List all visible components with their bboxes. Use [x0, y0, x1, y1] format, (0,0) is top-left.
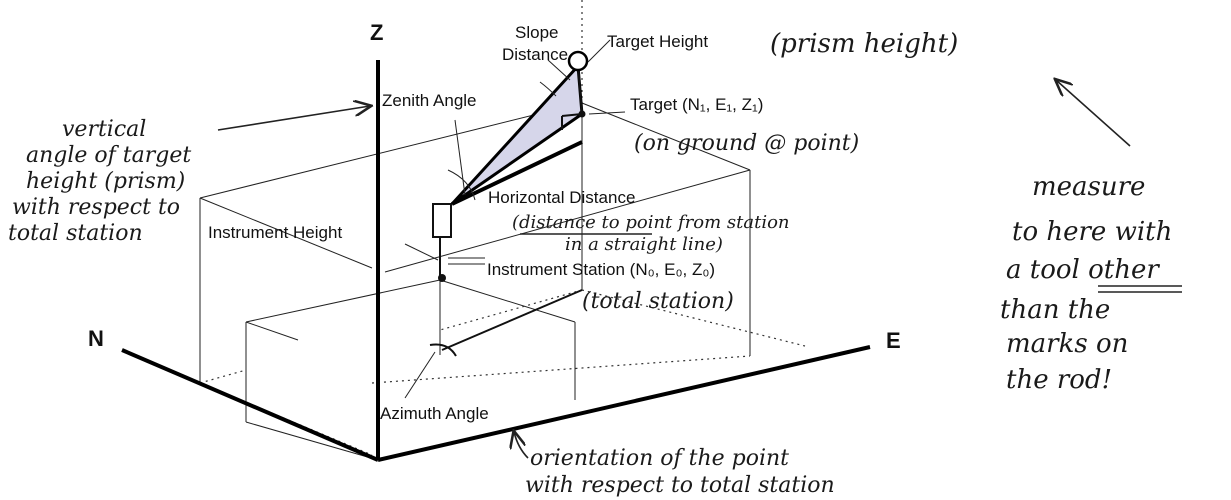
svg-text:with respect to total station: with respect to total station — [525, 473, 835, 498]
axis-e-label: E — [886, 328, 901, 353]
svg-text:measure: measure — [1032, 172, 1145, 202]
azimuth-line — [441, 289, 583, 351]
target-point — [578, 110, 586, 118]
azimuth-arc — [429, 343, 457, 357]
zenith-angle-label: Zenith Angle — [382, 91, 477, 110]
svg-text:a tool other: a tool other — [1006, 255, 1160, 285]
svg-text:with respect to: with respect to — [12, 195, 180, 220]
axis-z-label: Z — [370, 20, 383, 45]
outer-box — [199, 102, 751, 383]
instrument-station-label: Instrument Station (N₀, E₀, Z₀) — [487, 260, 715, 279]
svg-text:the rod!: the rod! — [1006, 365, 1112, 395]
orientation-arrow — [514, 432, 529, 459]
svg-text:orientation of the point: orientation of the point — [530, 446, 789, 471]
svg-text:than the: than the — [1000, 295, 1110, 325]
horizontal-distance-label: Horizontal Distance — [488, 188, 635, 207]
slope-distance-label-2: Distance — [502, 45, 568, 64]
distance-note: (distance to point from station in a str… — [512, 212, 790, 255]
vertical-angle-note: vertical angle of target height (prism) … — [8, 117, 191, 246]
target-label: Target (N₁, E₁, Z₁) — [630, 95, 763, 114]
svg-text:angle of target: angle of target — [26, 143, 191, 168]
slope-distance-label-1: Slope — [515, 23, 558, 42]
svg-text:vertical: vertical — [62, 117, 146, 142]
axis-n-label: N — [88, 326, 104, 351]
axes — [121, 60, 871, 462]
svg-text:in a straight line): in a straight line) — [565, 234, 723, 255]
on-ground-note: (on ground @ point) — [634, 131, 859, 156]
instrument — [432, 203, 485, 282]
instrument-icon — [432, 203, 452, 238]
svg-text:marks on: marks on — [1006, 329, 1128, 359]
zenith-arrow — [217, 106, 370, 131]
instrument-height-label: Instrument Height — [208, 223, 342, 242]
svg-text:height (prism): height (prism) — [26, 169, 185, 194]
slope-triangle — [450, 62, 584, 206]
instrument-station-point — [438, 274, 446, 282]
prism-height-note: (prism height) — [770, 29, 958, 59]
svg-text:(distance to point from statio: (distance to point from station — [512, 212, 790, 233]
zenith-arc — [447, 169, 476, 201]
target-prism-icon — [567, 50, 589, 72]
target-height-label: Target Height — [607, 32, 708, 51]
orientation-note: orientation of the point with respect to… — [525, 446, 835, 498]
svg-text:total station: total station — [8, 221, 143, 246]
inner-box — [245, 279, 576, 461]
measure-note: measure to here with a tool other than t… — [1000, 172, 1172, 395]
horizontal-distance-line — [451, 140, 583, 206]
total-station-note: (total station) — [582, 289, 734, 314]
svg-text:to here with: to here with — [1012, 217, 1172, 247]
measure-arrow — [1056, 80, 1131, 147]
azimuth-angle-label: Azimuth Angle — [380, 404, 489, 423]
